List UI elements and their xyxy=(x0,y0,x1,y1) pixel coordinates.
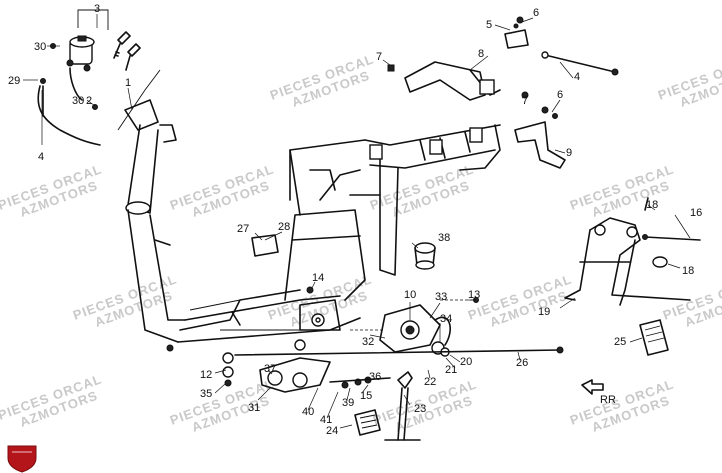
side-stand xyxy=(384,371,421,441)
callout-41: 41 xyxy=(320,414,332,426)
callout-34: 34 xyxy=(440,313,452,325)
callout-16: 15 xyxy=(360,390,372,402)
callout-30: 30 xyxy=(34,41,46,53)
callout-6: 6 xyxy=(533,7,539,19)
seat-bracket xyxy=(387,16,529,101)
callout-17: 18 xyxy=(646,199,658,211)
callout-33: 33 xyxy=(435,291,447,303)
callout-2: 2 xyxy=(86,95,92,107)
watermark: PIECES ORCAL AZMOTORS xyxy=(368,161,476,220)
callout-labels: 3 30 29 30 2 1 4 5 6 7 8 4 6 7 9 38 28 2… xyxy=(8,3,702,437)
callout-19: 19 xyxy=(538,306,550,318)
callout-37: 37 xyxy=(264,363,276,375)
callout-38: 38 xyxy=(438,232,450,244)
watermark: PIECES ORCAL AZMOTORS xyxy=(466,271,574,330)
callout-6: 6 xyxy=(557,89,563,101)
callout-23: 23 xyxy=(414,403,426,415)
callout-40: 40 xyxy=(302,406,314,418)
rubber-pad-rear xyxy=(639,319,669,356)
callout-25: 25 xyxy=(614,336,626,348)
callout-26: 26 xyxy=(516,357,528,369)
brand-shield-logo xyxy=(7,445,37,473)
watermark: PIECES ORCAL AZMOTORS xyxy=(268,51,376,110)
callout-28: 28 xyxy=(278,221,290,233)
callout-7: 7 xyxy=(522,95,528,107)
watermark: PIECES ORCAL AZMOTORS xyxy=(0,161,104,220)
watermark: PIECES ORCAL AZMOTORS xyxy=(0,371,104,430)
leader-lines xyxy=(23,14,691,429)
callout-12: 12 xyxy=(200,369,212,381)
direction-arrow-rr: RR xyxy=(581,379,616,406)
callout-29: 29 xyxy=(8,75,20,87)
callout-10: 10 xyxy=(404,289,416,301)
callout-36: 36 xyxy=(369,371,381,383)
pivot-link xyxy=(222,352,391,393)
callout-1: 1 xyxy=(125,77,131,89)
main-frame xyxy=(124,99,501,351)
watermark: PIECES ORCAL AZMOTORS xyxy=(661,271,722,330)
callout-31: 31 xyxy=(248,402,260,414)
engine-hanger xyxy=(350,297,479,357)
callout-21: 21 xyxy=(445,364,457,376)
engine-axle xyxy=(234,346,564,356)
callout-35: 35 xyxy=(200,388,212,400)
callout-22: 22 xyxy=(424,376,436,388)
rubber-bushing xyxy=(414,242,436,270)
callout-4: 4 xyxy=(38,151,44,163)
id-plate xyxy=(251,234,279,257)
callout-24: 24 xyxy=(326,425,338,437)
callout-27: 27 xyxy=(237,223,249,235)
callout-13: 13 xyxy=(468,289,480,301)
ignition-lock-set xyxy=(37,9,161,146)
watermark: PIECES ORCAL AZMOTORS xyxy=(71,271,179,330)
main-stand xyxy=(564,197,701,306)
callout-7: 7 xyxy=(376,51,382,63)
rubber-pad-front xyxy=(354,409,381,436)
callout-14: 14 xyxy=(312,272,324,284)
watermark: PIECES ORCAL AZMOTORS xyxy=(568,376,676,435)
direction-label: RR xyxy=(600,394,616,406)
callout-32: 32 xyxy=(362,336,374,348)
callout-3: 3 xyxy=(94,3,100,15)
callout-15: 16 xyxy=(690,207,702,219)
watermark: PIECES ORCAL AZMOTORS xyxy=(656,51,722,110)
callout-20: 20 xyxy=(460,356,472,368)
watermark: PIECES ORCAL AZMOTORS xyxy=(168,161,276,220)
callout-9: 9 xyxy=(566,147,572,159)
callout-39: 39 xyxy=(342,397,354,409)
callout-8: 8 xyxy=(478,48,484,60)
side-bracket xyxy=(514,91,566,169)
callout-4: 4 xyxy=(574,71,580,83)
small-hardware xyxy=(166,286,314,387)
callout-30: 30 xyxy=(72,95,84,107)
long-bolt xyxy=(541,51,619,76)
watermark: PIECES ORCAL AZMOTORS xyxy=(568,161,676,220)
callout-5: 5 xyxy=(486,19,492,31)
callout-18: 18 xyxy=(682,265,694,277)
